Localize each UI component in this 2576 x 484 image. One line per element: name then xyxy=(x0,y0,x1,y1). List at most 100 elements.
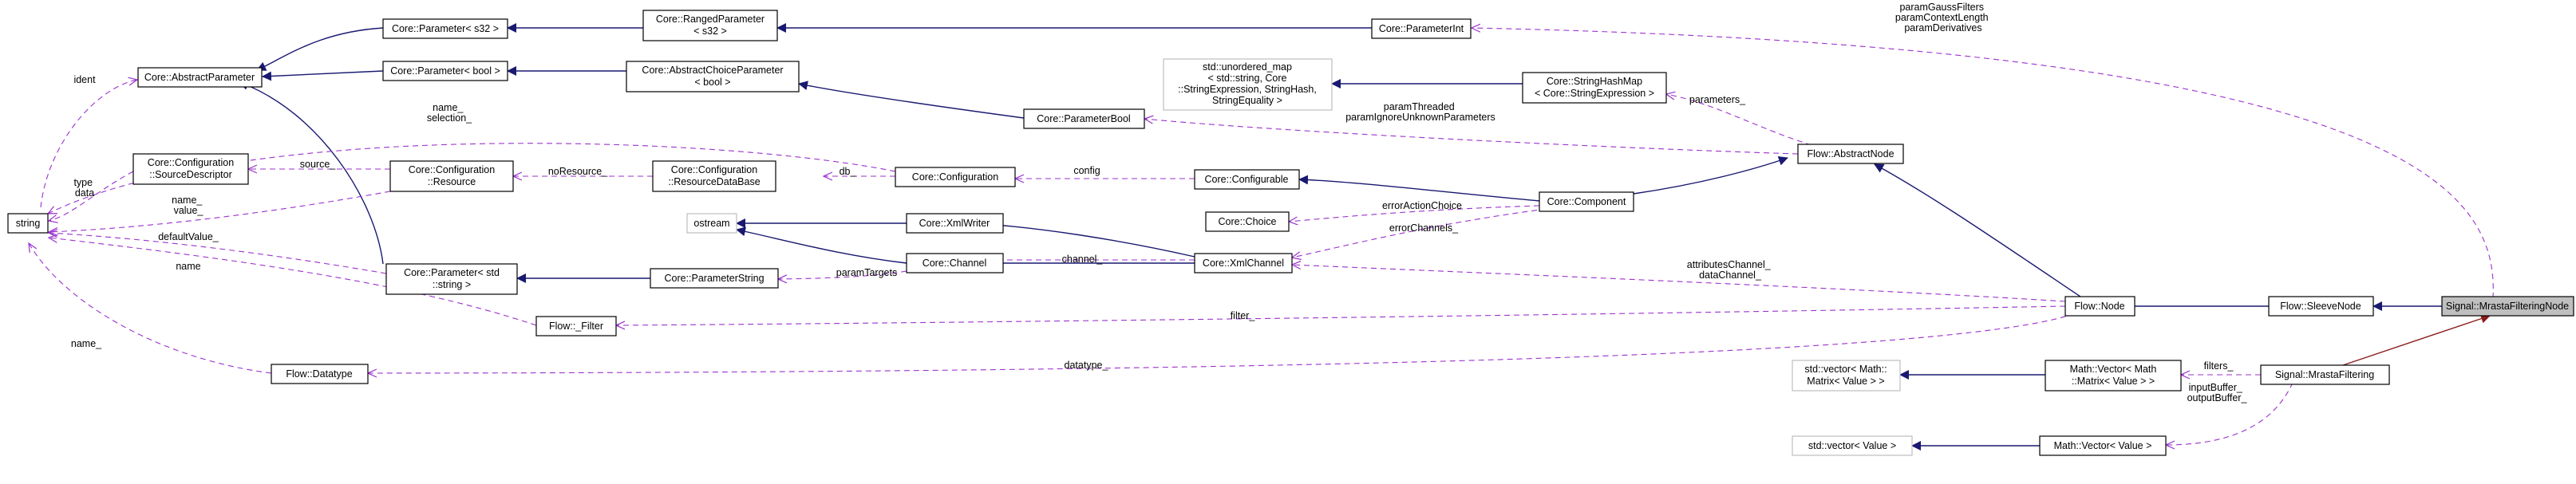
edge-label-no-resource: noResource_ xyxy=(548,166,608,177)
svg-text:Math::Vector< Math::Matrix< Va: Math::Vector< Math::Matrix< Value > > xyxy=(2070,364,2157,387)
edge-label-param-targets: paramTargets xyxy=(836,267,897,278)
edge-label-attributes-channel: attributesChannel_ dataChannel_ xyxy=(1687,259,1773,281)
edge-use-paramint-mrastafilteringnode xyxy=(1472,28,2494,299)
node-std-unordered-map[interactable]: std::unordered_map< std::string, Core::S… xyxy=(1163,58,1333,111)
edge-label-channel: channel_ xyxy=(1062,254,1104,265)
edge-inherit-choice-parameterbool xyxy=(798,81,1025,119)
edge-use-string-resource-name-value xyxy=(49,191,391,232)
edge-inherit-abstractparameter-parameter-std-string xyxy=(239,81,384,265)
node-std-vector-matrix[interactable]: std::vector< Math::Matrix< Value > > xyxy=(1792,360,1901,392)
node-flow-sleeve-node[interactable]: Flow::SleeveNode xyxy=(2268,296,2374,317)
svg-text:Flow::Node: Flow::Node xyxy=(2074,301,2124,312)
node-signal-mrasta-filtering-node[interactable]: Signal::MrastaFilteringNode xyxy=(2441,296,2574,317)
svg-text:Core::XmlChannel: Core::XmlChannel xyxy=(1203,258,1284,269)
edge-label-name: name xyxy=(176,261,200,272)
node-flow-abstract-node[interactable]: Flow::AbstractNode xyxy=(1797,144,1904,164)
edge-label-ident: ident xyxy=(73,74,96,85)
node-core-string-hash-map[interactable]: Core::StringHashMap< Core::StringExpress… xyxy=(1522,72,1667,104)
node-std-vector-value[interactable]: std::vector< Value > xyxy=(1792,435,1913,456)
svg-text:Core::Parameter< bool >: Core::Parameter< bool > xyxy=(390,65,500,77)
edge-label-name-value: name_ value_ xyxy=(172,195,205,216)
svg-text:Core::Choice: Core::Choice xyxy=(1219,216,1277,227)
svg-text:std::vector< Math::Matrix< Val: std::vector< Math::Matrix< Value > > xyxy=(1804,364,1887,387)
edge-label-default-value: defaultValue_ xyxy=(158,231,219,242)
node-flow-datatype[interactable]: Flow::Datatype xyxy=(271,364,369,384)
edge-use-string-datatype xyxy=(29,243,272,374)
node-core-configuration-source-descriptor[interactable]: Core::Configuration::SourceDescriptor xyxy=(132,153,249,185)
svg-text:Core::Channel: Core::Channel xyxy=(923,258,987,269)
edge-use-parameterbool-abstractnode xyxy=(1144,119,1799,155)
svg-text:Core::Configuration::SourceDes: Core::Configuration::SourceDescriptor xyxy=(148,157,234,180)
svg-text:string: string xyxy=(16,218,41,229)
svg-text:Flow::Datatype: Flow::Datatype xyxy=(286,368,352,380)
edge-label-type-data: type data xyxy=(73,177,95,199)
svg-text:ostream: ostream xyxy=(693,218,729,229)
node-ostream[interactable]: ostream xyxy=(686,213,737,234)
node-core-parameter-int[interactable]: Core::ParameterInt xyxy=(1371,18,1472,39)
node-core-ranged-parameter[interactable]: Core::RangedParameter< s32 > xyxy=(642,10,778,41)
edge-label-name-datatype: name_ xyxy=(71,338,102,349)
node-core-abstract-parameter[interactable]: Core::AbstractParameter xyxy=(137,67,263,88)
node-core-parameter-std-string[interactable]: Core::Parameter< std::string > xyxy=(385,263,518,295)
svg-text:Core::RangedParameter< s32 >: Core::RangedParameter< s32 > xyxy=(656,14,765,37)
node-core-configuration-resource[interactable]: Core::Configuration::Resource xyxy=(389,160,514,192)
node-math-vector-value[interactable]: Math::Vector< Value > xyxy=(2039,435,2167,456)
node-core-configurable[interactable]: Core::Configurable xyxy=(1194,169,1300,190)
node-string[interactable]: string xyxy=(7,213,49,234)
node-math-vector-matrix[interactable]: Math::Vector< Math::Matrix< Value > > xyxy=(2045,360,2182,392)
node-core-parameter-bool[interactable]: Core::Parameter< bool > xyxy=(382,61,508,81)
edge-label-error-channels: errorChannels_ xyxy=(1389,222,1459,234)
svg-text:Flow::SleeveNode: Flow::SleeveNode xyxy=(2280,301,2361,312)
node-core-parameter-string[interactable]: Core::ParameterString xyxy=(650,268,779,289)
svg-text:std::vector< Value >: std::vector< Value > xyxy=(1808,440,1896,451)
edge-label-param-threaded: paramThreaded paramIgnoreUnknownParamete… xyxy=(1345,101,1495,123)
svg-text:Core::AbstractChoiceParameter<: Core::AbstractChoiceParameter< bool > xyxy=(642,65,783,88)
node-core-parameter-s32[interactable]: Core::Parameter< s32 > xyxy=(382,18,508,39)
node-core-configuration[interactable]: Core::Configuration xyxy=(895,167,1016,187)
edge-use-stringhashmap-abstractnode xyxy=(1666,94,1812,146)
edge-label-parameters: parameters_ xyxy=(1689,94,1746,105)
edge-use-choice-component xyxy=(1289,205,1540,222)
edge-inherit-abstractnode-node xyxy=(1874,163,2084,299)
edge-inherit-ostream-channel xyxy=(736,226,907,264)
svg-text:Core::Parameter< std::string >: Core::Parameter< std::string > xyxy=(404,267,500,290)
svg-text:Core::Configuration::ResourceD: Core::Configuration::ResourceDataBase xyxy=(668,164,760,187)
edge-label-source: source_ xyxy=(300,159,337,170)
edge-use-string-abstractparameter-ident xyxy=(40,80,137,208)
edge-label-config: config xyxy=(1073,165,1100,176)
edge-use-parameterstring-channel xyxy=(778,270,907,279)
edge-label-input-output-buffer: inputBuffer_ outputBuffer_ xyxy=(2187,382,2248,403)
edge-use-math-vector-value-mrastafiltering xyxy=(2166,382,2294,445)
node-core-component[interactable]: Core::Component xyxy=(1539,191,1634,212)
edge-use-xmlchannel-node xyxy=(1292,265,2066,302)
edge-inherit-xmlwriter-xmlchannel xyxy=(974,218,1195,258)
edge-inherit-abstractparameter-parameter-bool xyxy=(262,70,384,81)
edge-use-string-sourcedescriptor xyxy=(49,171,134,221)
node-core-abstract-choice-parameter[interactable]: Core::AbstractChoiceParameter< bool > xyxy=(626,61,800,92)
edge-label-name-selection: name_ selection_ xyxy=(427,102,472,124)
node-core-xml-channel[interactable]: Core::XmlChannel xyxy=(1194,253,1293,273)
svg-text:Core::ParameterBool: Core::ParameterBool xyxy=(1037,113,1130,124)
svg-text:Core::Parameter< s32 >: Core::Parameter< s32 > xyxy=(392,23,499,34)
edge-label-datatype: datatype_ xyxy=(1065,360,1109,371)
edge-inherit-component-abstractnode xyxy=(1633,155,1788,195)
svg-text:Signal::MrastaFiltering: Signal::MrastaFiltering xyxy=(2275,369,2374,380)
svg-text:Core::Configuration::Resource: Core::Configuration::Resource xyxy=(409,164,495,187)
edge-inherit-mrastafiltering-mrastafilteringnode xyxy=(2342,313,2491,366)
node-core-parameter-bool-class[interactable]: Core::ParameterBool xyxy=(1023,108,1145,129)
edge-label-error-action-choice: errorActionChoice xyxy=(1382,200,1462,211)
edge-use-datatype-node xyxy=(368,313,2076,373)
node-core-xml-writer[interactable]: Core::XmlWriter xyxy=(906,213,1004,234)
svg-text:Core::StringHashMap< Core::Str: Core::StringHashMap< Core::StringExpress… xyxy=(1535,76,1654,99)
svg-text:Flow::_Filter: Flow::_Filter xyxy=(549,321,603,332)
node-flow-filter[interactable]: Flow::_Filter xyxy=(535,316,617,336)
node-core-configuration-resource-database[interactable]: Core::Configuration::ResourceDataBase xyxy=(652,160,776,192)
node-signal-mrasta-filtering[interactable]: Signal::MrastaFiltering xyxy=(2260,364,2390,385)
node-core-channel[interactable]: Core::Channel xyxy=(906,253,1004,273)
svg-text:std::unordered_map< std::strin: std::unordered_map< std::string, Core::S… xyxy=(1178,61,1317,106)
svg-text:Core::Configurable: Core::Configurable xyxy=(1205,174,1289,185)
svg-text:Core::XmlWriter: Core::XmlWriter xyxy=(919,218,990,229)
node-flow-node[interactable]: Flow::Node xyxy=(2064,296,2135,317)
node-core-choice[interactable]: Core::Choice xyxy=(1205,211,1290,232)
